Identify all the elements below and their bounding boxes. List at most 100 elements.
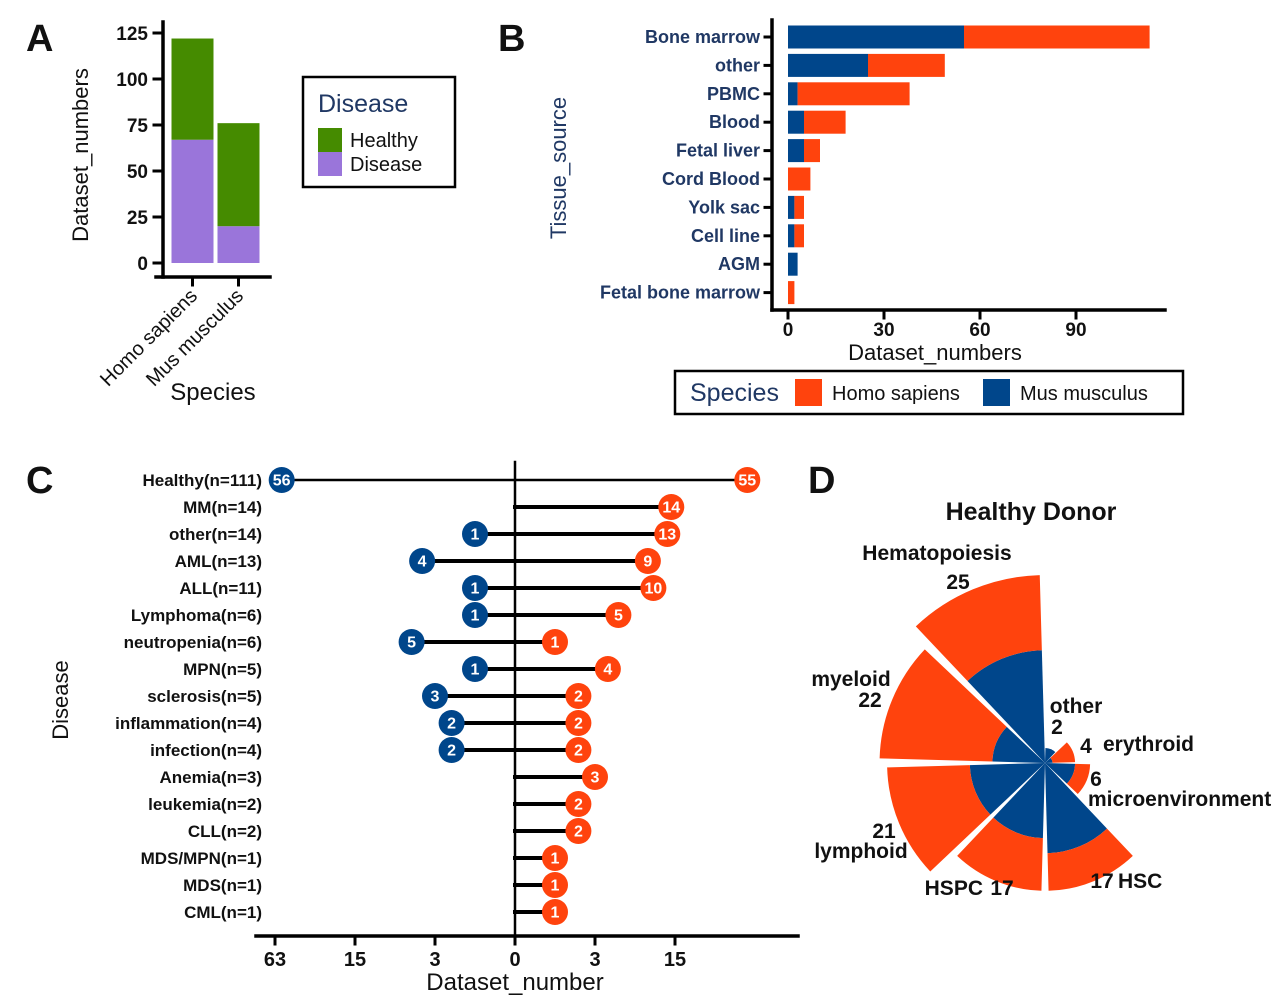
bar-cord-blood-homo	[788, 167, 811, 191]
panel-letter-b: B	[498, 18, 526, 60]
panel-c-dot-mus-value: 5	[407, 635, 416, 652]
rose-sector-lymphoid-homo	[887, 765, 991, 872]
panel-c-dot-homo-4	[640, 575, 667, 601]
panel-c-dot-mus-5	[462, 602, 488, 628]
panel-c-dot-homo-2	[654, 521, 681, 547]
panel-b-category-label: Fetal bone marrow	[600, 283, 761, 303]
rose-value-hsc: 17	[1090, 870, 1113, 893]
panel-c-dot-mus-value: 2	[447, 716, 456, 733]
panel-b-category-label: Cord Blood	[662, 169, 760, 189]
panel-c-dot-homo-1	[658, 494, 685, 520]
rose-label-hsc: HSC	[1118, 870, 1162, 893]
panel-c-dot-homo-value: 10	[644, 581, 662, 598]
rose-value-erythroid: 4	[1080, 735, 1092, 758]
rose-label-lymphoid: lymphoid	[814, 840, 907, 863]
panel-b-x-tick-label: 30	[873, 320, 894, 341]
panel-d-title: Healthy Donor	[946, 498, 1117, 526]
panel-b-x-tick-label: 60	[969, 320, 990, 341]
bar-fetal-liver-mus	[788, 139, 804, 163]
bar-blood-homo	[804, 110, 846, 134]
rose-sector-hsc-mus	[1045, 763, 1108, 854]
panel-c-row-label: ALL(n=11)	[179, 579, 262, 598]
panel-a-legend-title: Disease	[318, 90, 408, 118]
bar-mus-musculus-disease	[217, 226, 260, 263]
panel-c-x-tick-label: 15	[664, 949, 686, 971]
panel-letter-d: D	[808, 460, 836, 502]
panel-c-dot-homo-value: 5	[614, 608, 623, 625]
panel-c-row-label: Healthy(n=111)	[142, 471, 262, 490]
panel-c-dot-homo-value: 2	[574, 797, 583, 814]
panel-c-dot-homo-value: 14	[662, 500, 680, 517]
bar-agm-mus	[788, 252, 798, 276]
panel-c-row-label: sclerosis(n=5)	[147, 687, 262, 706]
panel-c-dot-mus-9	[438, 710, 465, 736]
panel-c-x-tick-label: 15	[344, 949, 366, 971]
bar-homo-sapiens-disease	[171, 139, 214, 263]
bar-bone-marrow-homo	[964, 25, 1150, 49]
bar-pbmc-mus	[788, 82, 798, 106]
panel-c-dot-homo-value: 2	[574, 716, 583, 733]
panel-c-row-label: AML(n=13)	[175, 552, 262, 571]
panel-b-category-label: Blood	[709, 112, 760, 132]
panel-c-dot-mus-3	[409, 548, 436, 574]
bar-homo-sapiens-healthy	[171, 38, 214, 140]
panel-b-category-label: Fetal liver	[676, 141, 760, 161]
rose-value-myeloid: 22	[858, 689, 881, 712]
bar-fetal-bone-marrow-homo	[788, 281, 795, 305]
panel-c-dot-homo-11	[582, 764, 608, 790]
rose-sector-microenvironment-homo	[1066, 763, 1091, 795]
panel-c-dot-mus-value: 1	[471, 581, 480, 598]
bar-cell-line-homo	[794, 224, 804, 248]
panel-c-dot-homo-value: 9	[643, 554, 652, 571]
panel-c-dot-homo-9	[565, 710, 592, 736]
panel-c-x-axis-title: Dataset_number	[426, 969, 603, 996]
panel-a-y-tick-label: 25	[127, 208, 149, 229]
panel-c-dot-homo-value: 3	[591, 770, 600, 787]
bar-bone-marrow-mus	[788, 25, 964, 49]
panel-c-dot-mus-7	[462, 656, 488, 682]
panel-a-legend-label-healthy: Healthy	[350, 130, 418, 152]
panel-c-row-label: other(n=14)	[169, 525, 262, 544]
panel-c-dot-mus-value: 3	[431, 689, 440, 706]
panel-c-dot-mus-8	[422, 683, 448, 709]
rose-sector-hematopoiesis-homo	[915, 575, 1042, 682]
panel-c-row-label: CML(n=1)	[184, 903, 262, 922]
bar-fetal-liver-homo	[804, 139, 820, 163]
bar-other-homo	[868, 53, 945, 77]
panel-c-dot-mus-value: 1	[471, 608, 480, 625]
panel-c-dot-homo-5	[605, 602, 632, 628]
panel-c-dot-mus-10	[438, 737, 465, 763]
panel-a-legend-swatch-disease	[318, 152, 342, 176]
panel-c-dot-homo-value: 2	[574, 824, 583, 841]
panel-c-x-tick-label: 63	[264, 949, 286, 971]
panel-c-row-label: MPN(n=5)	[183, 660, 262, 679]
panel-b-y-axis-title: Tissue_source	[546, 97, 571, 239]
bar-pbmc-homo	[797, 82, 910, 106]
panel-c-row-label: CLL(n=2)	[188, 822, 262, 841]
panel-c-dot-mus-value: 1	[471, 662, 480, 679]
rose-sector-microenvironment-mus	[1045, 763, 1076, 784]
panel-a-y-tick-label: 75	[127, 116, 149, 137]
rose-value-lymphoid: 21	[872, 820, 896, 843]
rose-value-hspc: 17	[990, 877, 1013, 900]
rose-label-myeloid: myeloid	[811, 668, 890, 691]
panel-a-legend-label-disease: Disease	[350, 154, 422, 176]
panel-c-x-tick-label: 0	[509, 949, 520, 971]
panel-c-row-label: Anemia(n=3)	[160, 768, 263, 787]
rose-sector-hspc-mus	[993, 763, 1045, 839]
panel-c-dot-homo-value: 1	[551, 878, 560, 895]
bar-cell-line-mus	[788, 224, 795, 248]
panel-c-row-label: leukemia(n=2)	[148, 795, 262, 814]
rose-label-microenvironment: microenvironment	[1088, 788, 1271, 811]
panel-c-dot-homo-value: 4	[603, 662, 612, 679]
bar-yolk-sac-homo	[794, 195, 804, 219]
panel-c-dot-mus-value: 1	[471, 527, 480, 544]
rose-sector-myeloid-homo	[879, 649, 1007, 762]
panel-c-dot-mus-value: 2	[447, 743, 456, 760]
panel-b-category-label: Yolk sac	[688, 197, 760, 217]
panel-a-legend-swatch-healthy	[318, 128, 342, 152]
rose-label-other: other	[1050, 695, 1103, 718]
panel-c-dot-homo-value: 13	[658, 527, 676, 544]
rose-sector-other-mus	[1045, 747, 1056, 763]
